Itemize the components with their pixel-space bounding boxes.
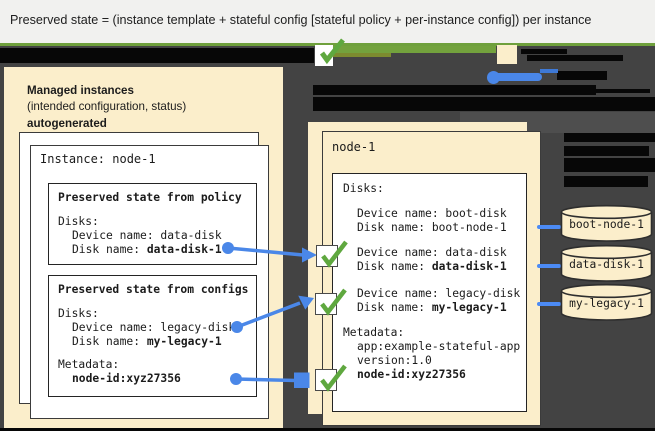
checkmark-icon [320,364,347,392]
legacy-device-line: Device name: legacy-disk [357,287,521,300]
legend-connector-bar [498,72,542,81]
disk-name-value: data-disk-1 [146,243,222,256]
device-name-line: Device name: data-disk [72,229,222,242]
disk-label: boot-node-1 [569,218,644,231]
disk-name-prefix: Disk name: [357,301,432,314]
disk-link-line [537,224,561,229]
legend-connector-dot [486,70,500,84]
redacted-bar [0,47,314,63]
instance-title: Instance: node-1 [40,152,156,166]
metadata-node-line: node-id:xyz27356 [357,368,466,381]
configs-box-title: Preserved state from configs [58,283,249,296]
disks-label: Disks: [58,215,99,228]
device-name-line: Device name: legacy-disk [72,321,236,334]
heading-line-1: Managed instances [27,83,134,97]
data-device-line: Device name: data-disk [357,246,507,259]
policy-box-title: Preserved state from policy [58,191,242,204]
disk-icon [560,283,653,321]
panel-heading: Managed instances (intended configuratio… [27,83,267,133]
disk-label: data-disk-1 [569,258,644,271]
diagram-title: Preserved state = (instance template + s… [10,13,592,27]
disk-name-prefix: Disk name: [357,260,432,273]
legend-checkbox [314,37,345,66]
redacted-bar [313,84,596,95]
boot-disk-line: Disk name: boot-node-1 [357,221,507,234]
checkmark-icon [321,240,348,268]
disk-name-line: Disk name: data-disk-1 [58,243,256,257]
disk-link-line [537,301,561,306]
redacted-bar [564,146,649,156]
legend-green-line [333,45,496,53]
redacted-bar [527,54,623,61]
applied-checkbox-legacy-disk [315,288,347,316]
disks-label: Disks: [58,307,99,320]
disk-label: my-legacy-1 [569,297,644,310]
disk-cylinder-boot: boot-node-1 [560,204,653,244]
metadata-label: Metadata: [58,358,120,371]
disks-label: Disks: [343,182,384,195]
redacted-bar [313,97,655,111]
disk-cylinder-legacy: my-legacy-1 [560,283,653,323]
metadata-label: Metadata: [343,326,405,339]
disk-name-prefix: Disk name: [72,335,147,348]
data-disk-line: Disk name: data-disk-1 [343,260,526,274]
applied-checkbox-metadata [315,364,347,392]
metadata-value: node-id:xyz27356 [72,372,181,385]
heading-line-3: autogenerated [27,116,107,130]
disk-name-prefix: Disk name: [72,243,147,256]
legacy-disk-line: Disk name: my-legacy-1 [343,301,526,315]
vm-title: node-1 [332,140,376,154]
disk-cylinder-data: data-disk-1 [560,244,653,284]
disk-name-value: my-legacy-1 [146,335,222,348]
metadata-version-line: version:1.0 [357,354,432,367]
boot-device-line: Device name: boot-disk [357,207,507,220]
legend-connector-line [540,68,558,73]
disk-name-value: data-disk-1 [431,260,507,273]
vm-state-box: Disks: Device name: boot-disk Disk name:… [332,173,527,412]
bottom-edge [0,428,655,431]
redacted-bar [521,48,567,54]
redacted-bar [564,157,655,172]
redacted-bar [590,89,650,93]
disk-icon [560,204,653,242]
redacted-bar [564,132,655,142]
redacted-bar [564,176,648,187]
preserved-state-configs-box: Preserved state from configs Disks: Devi… [48,275,257,397]
title-bar: Preserved state = (instance template + s… [0,0,655,43]
checkmark-icon [319,37,345,64]
disk-name-line: Disk name: my-legacy-1 [58,335,256,349]
green-divider [0,43,655,46]
heading-line-2: (intended configuration, status) [27,100,187,113]
disk-name-value: my-legacy-1 [431,301,507,314]
legend-instance-swatch [496,44,517,64]
preserved-state-policy-box: Preserved state from policy Disks: Devic… [48,183,257,265]
applied-checkbox-data-disk [316,240,348,268]
metadata-app-line: app:example-stateful-app [357,340,521,353]
disk-icon [560,244,653,282]
legend-olive-line [333,53,391,57]
redacted-bar [557,71,607,80]
checkmark-icon [320,288,347,316]
disk-link-line [537,263,561,268]
